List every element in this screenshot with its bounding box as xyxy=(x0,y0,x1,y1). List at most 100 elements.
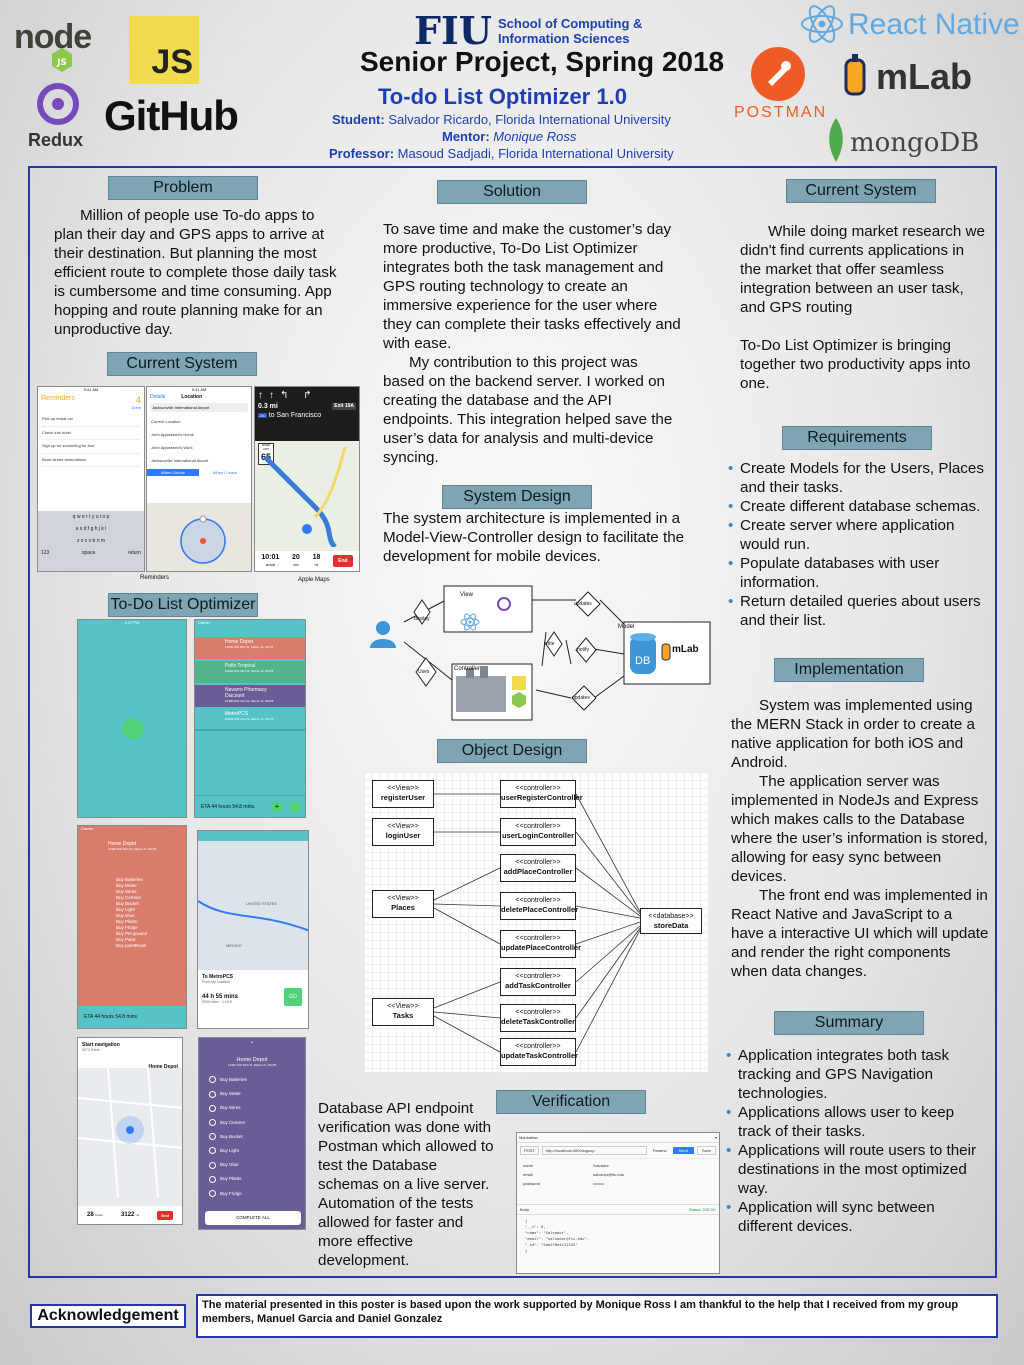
requirement-item: Populate databases with user information… xyxy=(728,554,984,592)
maps-miles: 18 xyxy=(312,554,321,561)
nav-map xyxy=(78,1067,182,1199)
uml-controller-update-task: <<controller>>updateTaskController xyxy=(500,1038,578,1066)
postman-status: Status: 200 OK xyxy=(688,1207,716,1212)
location-work: John Appleseed's Work xyxy=(151,445,193,450)
uml-name: deletePlaceController xyxy=(501,905,579,914)
add-button: + xyxy=(271,800,283,813)
uml-database-store-data: <<database>>storeData xyxy=(640,908,702,934)
mvc-controller-label: Controller xyxy=(454,666,481,672)
uml-stereotype: <<controller>> xyxy=(515,935,561,942)
json-line: "name": "Salvador", xyxy=(525,1230,569,1235)
uml-controller-update-place: <<controller>>updatePlaceController xyxy=(500,930,581,958)
places-status-carrier: Carrier xyxy=(198,620,211,625)
node-wordmark: node xyxy=(14,18,92,56)
mlab-icon xyxy=(844,54,866,96)
place-name: Home Depot xyxy=(225,639,254,645)
task-item: Buy Batteries xyxy=(116,877,143,882)
uml-stereotype: <<controller>> xyxy=(515,1043,561,1050)
postman-send-button: Send xyxy=(672,1147,694,1154)
mongodb-leaf-icon xyxy=(829,118,843,162)
fiu-logo: FIU xyxy=(414,12,494,52)
uml-stereotype: <<controller>> xyxy=(515,823,561,830)
checkbox-icon xyxy=(209,1076,216,1084)
implementation-paragraph-3: The front end was implemented in React N… xyxy=(731,887,989,980)
uml-controller-user-login: <<controller>>userLoginController xyxy=(500,818,576,846)
maps-destination: to San Francisco xyxy=(268,412,322,419)
maps-nav-banner: ↑↑↰ ↱ 0.3 mi Exit 19A 280 to San Francis… xyxy=(255,387,359,441)
checklist-item: Buy Plants xyxy=(209,1172,295,1186)
todo-home-screen: 4:27 PM xyxy=(77,619,187,818)
json-line: } xyxy=(525,1248,528,1253)
mvc-diagram-lines xyxy=(370,585,711,721)
postman-row-value: •••••••• xyxy=(593,1181,605,1186)
uml-name: loginUser xyxy=(385,831,421,840)
postman-tab: Manhattan xyxy=(519,1135,538,1140)
requirement-item: Create server where application would ru… xyxy=(728,516,984,554)
trip-miles: 3530 miles · 1:10 E xyxy=(202,1000,233,1004)
uml-view-tasks: <<View>>Tasks xyxy=(372,998,434,1026)
maps-arrival-label: arrival xyxy=(265,563,276,567)
react-icon xyxy=(801,5,843,43)
professor-label: Professor: xyxy=(329,146,395,161)
task-item: Buy paintBrush xyxy=(116,943,147,948)
place-address: 10480 NW 41st St, Miami, FL 33178 xyxy=(225,699,274,703)
current-system-left-heading: Current System xyxy=(107,352,257,376)
uml-diagram: <<View>>registerUser <<View>>loginUser <… xyxy=(364,772,708,1072)
summary-item: Applications allows user to keep track o… xyxy=(726,1103,982,1141)
mongodb-wordmark: mongoDB xyxy=(850,128,980,158)
checklist-chevron-icon: ⌄ xyxy=(249,1039,255,1045)
requirements-heading: Requirements xyxy=(782,426,932,450)
uml-stereotype: <<View>> xyxy=(387,785,419,792)
student-line: Student: Salvador Ricardo, Florida Inter… xyxy=(332,112,671,127)
trip-duration: 44 h 55 mins xyxy=(202,994,239,1000)
checklist-label: Buy Wires xyxy=(220,1105,241,1111)
checklist-item: Buy Bucket xyxy=(209,1130,295,1144)
task-item: Buy Bucket xyxy=(116,901,139,906)
reminders-count: 4 xyxy=(135,395,141,405)
location-back-link: Details xyxy=(150,394,166,400)
checklist-item: Buy Batteries xyxy=(209,1073,295,1087)
object-design-heading: Object Design xyxy=(437,739,587,763)
place-name: Navarro Pharmacy Discount xyxy=(225,687,267,699)
postman-save-button: Save xyxy=(696,1146,716,1155)
mongodb-logo: mongoDB xyxy=(826,118,986,164)
nav-miles-label: mi xyxy=(136,1213,140,1217)
json-line: { xyxy=(525,1218,528,1223)
student-label: Student: xyxy=(332,112,385,127)
task-item: Buy Plants xyxy=(116,919,138,924)
postman-row-key: password xyxy=(523,1181,541,1186)
todo-map xyxy=(198,841,308,971)
uml-view-register-user: <<View>>registerUser xyxy=(372,780,434,808)
js-logo-text: JS xyxy=(151,43,193,81)
reminders-screenshot: 9:41 AM Reminders 4 Done Pick up rental … xyxy=(37,386,145,572)
todo-checklist-screen: ⌄ Home Depot 11300 NW 40th St, Miami, FL… xyxy=(198,1037,306,1230)
eta-text: ETA 44 hours 54.8 mins. xyxy=(201,803,256,810)
uml-stereotype: <<View>> xyxy=(387,823,419,830)
nav-destination: Home Depot xyxy=(148,1064,178,1070)
checklist-label: Buy Fridge xyxy=(220,1190,242,1196)
redux-wordmark: Redux xyxy=(28,130,84,150)
checklist-item: Buy Wires xyxy=(209,1101,295,1115)
uml-name: addPlaceController xyxy=(503,867,573,876)
location-search-field: Jacksonville International Airport xyxy=(150,403,248,412)
solution-text: To save time and make the customer’s day… xyxy=(383,220,683,467)
keyboard-row-2: a s d f g h j k l xyxy=(75,526,107,532)
postman-screenshot: Manhattan ▾ POST http://localhost:3000/s… xyxy=(516,1132,720,1274)
maps-end-button: End xyxy=(333,555,353,567)
react-native-wordmark: React Native xyxy=(848,8,1020,41)
javascript-logo: JS xyxy=(129,16,199,84)
uml-name: updatePlaceController xyxy=(501,943,582,952)
uml-name: Places xyxy=(391,903,415,912)
json-line: "__v": 0, xyxy=(525,1224,546,1229)
place-address: 11300 NW 40th St, Miami, FL 33178 xyxy=(225,645,274,649)
mvc-notify-label: notify xyxy=(577,647,589,653)
place-address: 10961 NW 41st St, Miami, FL 33178 xyxy=(225,717,274,721)
place-address: 10990 NW 41st St, Miami, FL 33178 xyxy=(225,669,274,673)
checklist-place-name: Home Depot xyxy=(236,1057,268,1063)
mvc-view-label: View xyxy=(460,592,473,598)
maps-miles-label: mi xyxy=(314,563,319,567)
reminder-item: Pick up rental car xyxy=(42,413,140,427)
verification-heading: Verification xyxy=(496,1090,646,1114)
summary-item: Applications will route users to their d… xyxy=(726,1141,982,1198)
